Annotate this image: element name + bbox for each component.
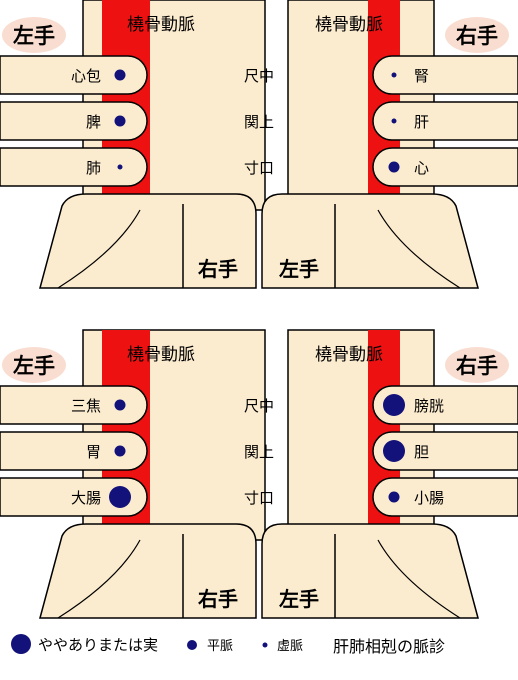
right-finger: [372, 101, 518, 141]
hand-badge-left-label: 左手: [13, 354, 55, 378]
right-hand-base: [261, 523, 479, 619]
right-finger: [372, 385, 518, 425]
pulse-dot-strong: [109, 486, 131, 508]
left-thumb-crease: [57, 209, 141, 289]
legend-weak-dot: [262, 642, 268, 648]
legend-strong-label: ややありまたは実: [38, 636, 158, 654]
left-finger: [0, 55, 148, 95]
right-finger: [372, 431, 518, 471]
position-chi-label: 尺中: [244, 67, 274, 85]
pulse-dot-weak: [391, 72, 397, 78]
artery-label-right: 橈骨動脈: [315, 15, 383, 35]
base-label-left-hand: 左手: [279, 587, 319, 611]
organ-label: 三焦: [71, 397, 101, 415]
left-hand-base: [39, 523, 257, 619]
hand-badge-right: [445, 17, 509, 53]
left-hand-base: [39, 193, 257, 289]
position-chi-label: 尺中: [244, 397, 274, 415]
artery-label-right: 橈骨動脈: [315, 345, 383, 365]
organ-label: 膀胱: [414, 397, 444, 415]
panel-2: 左手右手橈骨動脈橈骨動脈尺中関上寸口右手左手三焦胃大腸膀胱胆小腸: [0, 329, 518, 619]
position-cun-label: 寸口: [244, 159, 274, 177]
legend: ややありまたは実 平脈 虚脈: [11, 634, 303, 654]
organ-label: 心: [414, 159, 429, 177]
left-finger: [0, 147, 148, 187]
hand-badge-left-label: 左手: [13, 24, 55, 48]
hand-badge-left: [2, 347, 66, 383]
legend-strong-dot: [11, 634, 31, 654]
position-guan-label: 関上: [244, 113, 274, 131]
pulse-dot-normal: [388, 161, 400, 173]
organ-label: 脾: [86, 113, 101, 131]
hand-badge-left: [2, 17, 66, 53]
right-thumb-crease: [377, 539, 461, 619]
hand-badge-right: [445, 347, 509, 383]
organ-label: 胆: [414, 443, 429, 461]
pulse-dot-weak: [391, 118, 397, 124]
hand-badge-right-label: 右手: [456, 354, 498, 378]
right-finger: [372, 55, 518, 95]
organ-label: 肺: [86, 159, 101, 177]
left-finger: [0, 477, 148, 517]
pulse-dot-strong: [383, 394, 405, 416]
right-thumb-crease: [377, 209, 461, 289]
organ-label: 大腸: [71, 489, 101, 507]
organ-label: 胃: [86, 443, 101, 461]
base-label-right-hand: 右手: [198, 257, 238, 281]
left-finger: [0, 101, 148, 141]
right-finger: [372, 477, 518, 517]
pulse-dot-normal: [114, 115, 126, 127]
position-guan-label: 関上: [244, 443, 274, 461]
pulse-dot-normal: [114, 445, 126, 457]
left-finger: [0, 431, 148, 471]
pulse-dot-strong: [383, 440, 405, 462]
legend-normal-label: 平脈: [207, 639, 233, 654]
organ-label: 小腸: [414, 489, 444, 507]
panel-1: 左手右手橈骨動脈橈骨動脈尺中関上寸口右手左手心包脾肺腎肝心: [0, 0, 518, 289]
diagram-caption: 肝肺相剋の脈診: [333, 637, 445, 656]
pulse-dot-normal: [388, 491, 400, 503]
base-label-left-hand: 左手: [279, 257, 319, 281]
position-cun-label: 寸口: [244, 489, 274, 507]
organ-label: 腎: [414, 67, 429, 85]
pulse-dot-normal: [114, 69, 126, 81]
legend-normal-dot: [187, 640, 197, 650]
organ-label: 肝: [414, 113, 429, 131]
artery-label-left: 橈骨動脈: [127, 15, 195, 35]
left-finger: [0, 385, 148, 425]
artery-label-left: 橈骨動脈: [127, 345, 195, 365]
right-finger: [372, 147, 518, 187]
base-label-right-hand: 右手: [198, 587, 238, 611]
pulse-dot-normal: [114, 399, 126, 411]
hand-badge-right-label: 右手: [456, 24, 498, 48]
pulse-dot-weak: [117, 164, 123, 170]
left-thumb-crease: [57, 539, 141, 619]
legend-weak-label: 虚脈: [277, 639, 303, 654]
right-hand-base: [261, 193, 479, 289]
organ-label: 心包: [71, 67, 101, 85]
